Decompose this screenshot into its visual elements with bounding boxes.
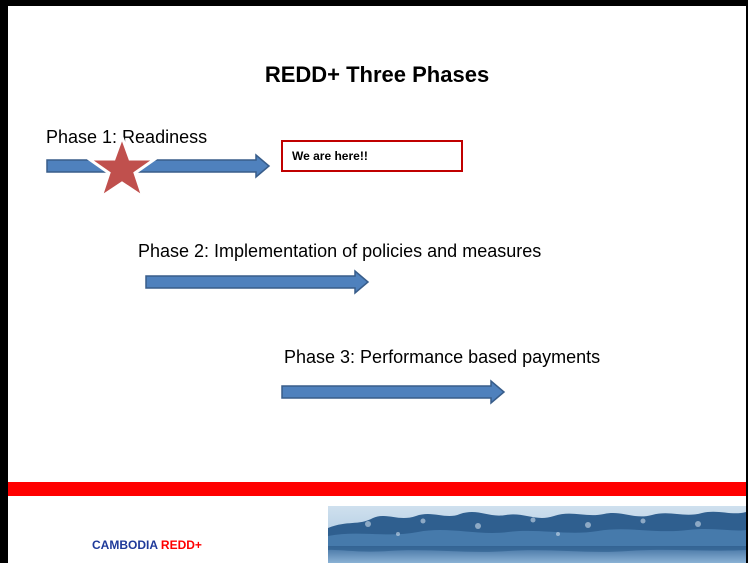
phase-1-label: Phase 1: Readiness [46, 127, 208, 147]
forest-lake-image [328, 506, 746, 563]
star-icon [87, 135, 157, 201]
slide-left-border [0, 0, 8, 563]
slide: REDD+ Three Phases Phase 1: Readiness We… [8, 6, 746, 563]
phase-2-label: Phase 2: Implementation of policies and … [138, 241, 542, 261]
footer: CAMBODIA REDD+ [8, 496, 746, 563]
footer-red-bar [8, 482, 746, 496]
phase-3-arrow [281, 379, 506, 405]
phase-2-arrow [145, 269, 370, 295]
brand-redd: REDD+ [160, 538, 202, 552]
phase-3-label: Phase 3: Performance based payments [284, 347, 601, 367]
footer-brand: CAMBODIA REDD+ [92, 538, 202, 552]
brand-cambodia: CAMBODIA [92, 538, 158, 552]
phase-1-arrow [46, 153, 271, 179]
we-are-here-callout: We are here!! [281, 140, 463, 172]
slide-title: REDD+ Three Phases [264, 62, 490, 87]
